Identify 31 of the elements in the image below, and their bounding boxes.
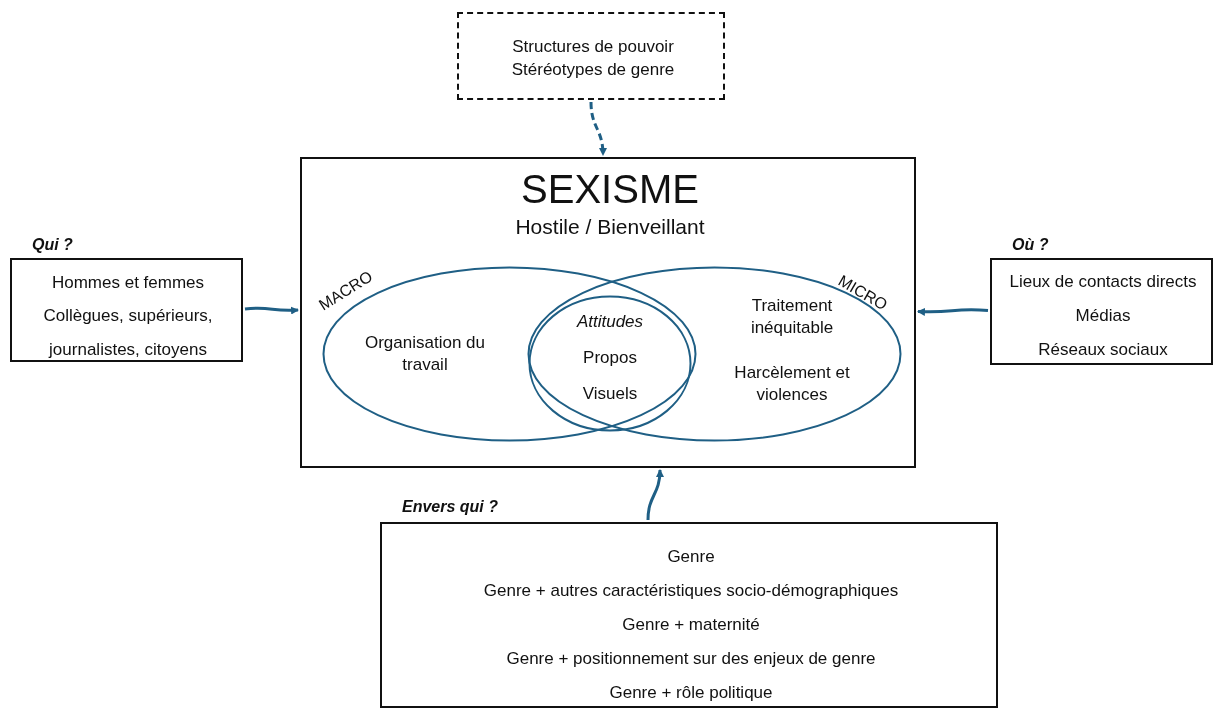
arrow	[646, 469, 664, 521]
node-text: Lieux de contacts directs	[1009, 271, 1197, 293]
node-text: Traitement inéquitable	[749, 295, 835, 339]
node-text: Réseaux sociaux	[1038, 339, 1168, 361]
arrow	[589, 101, 607, 156]
node-text: Structures de pouvoir	[512, 36, 674, 58]
main-box	[300, 157, 916, 468]
dashed-box	[457, 12, 725, 100]
node-text: Genre + positionnement sur des enjeux de genre	[506, 648, 876, 670]
node-text: Harcèlement et violences	[733, 362, 851, 406]
node-text: Organisation du travail	[364, 332, 486, 376]
heading-text: Envers qui ?	[402, 497, 499, 517]
node-text: Collègues, supérieurs, journalistes, citoyens	[42, 305, 214, 361]
node-text: Attitudes	[576, 311, 644, 333]
node-text: Médias	[1075, 305, 1131, 327]
venn-ellipse	[527, 266, 902, 442]
subtitle-text: Hostile / Bienveillant	[515, 214, 705, 240]
node-text: Stéréotypes de genre	[511, 59, 675, 81]
heading-text: Qui ?	[32, 235, 73, 255]
arrow	[244, 306, 299, 315]
title-text: SEXISME	[521, 167, 699, 211]
node-text: Genre + autres caractéristiques socio-démographiques	[483, 580, 899, 602]
arrow	[917, 307, 989, 316]
node-text: Genre	[667, 546, 715, 568]
heading-text: Où ?	[1012, 235, 1049, 255]
node-text: Genre + maternité	[622, 614, 760, 636]
node-text: Genre + rôle politique	[609, 682, 773, 704]
node-text: Visuels	[582, 383, 638, 405]
node-text: Propos	[583, 347, 637, 369]
venn-ellipse	[528, 295, 692, 432]
node-text: Hommes et femmes	[51, 272, 205, 294]
